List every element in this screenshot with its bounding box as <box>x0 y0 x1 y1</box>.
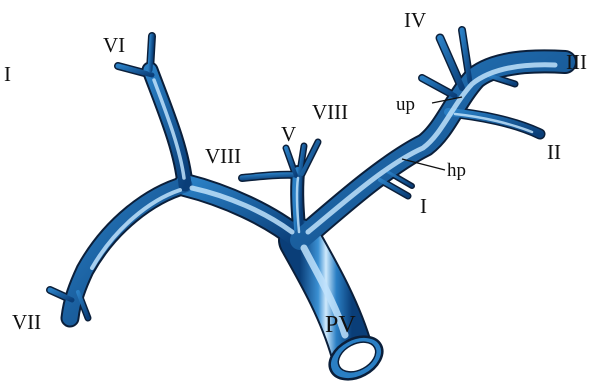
branch-iv-1-fill <box>440 38 462 88</box>
label-hilar-plate: hp <box>447 160 466 181</box>
label-segment-viii-left: VIII <box>205 144 241 168</box>
branch-vii-outline <box>70 185 185 318</box>
vessel-color-layer <box>50 30 565 352</box>
branch-iv-3-fill <box>422 78 455 96</box>
label-segment-ii: II <box>547 140 561 164</box>
label-umbilical-portion: up <box>396 94 415 115</box>
label-segment-iv: IV <box>404 8 426 32</box>
label-portal-vein: PV <box>325 312 356 338</box>
vessel-tree <box>50 30 565 388</box>
label-segment-vii: VII <box>12 310 41 334</box>
label-segment-vi: VI <box>103 33 125 57</box>
label-segment-iii: III <box>566 50 587 74</box>
branch-vi-twig2-fill <box>150 36 152 70</box>
label-segment-i-corner: I <box>4 62 11 86</box>
label-segment-v: V <box>281 122 296 146</box>
label-segment-i-branch: I <box>420 194 427 218</box>
label-segment-viii-right: VIII <box>312 100 348 124</box>
